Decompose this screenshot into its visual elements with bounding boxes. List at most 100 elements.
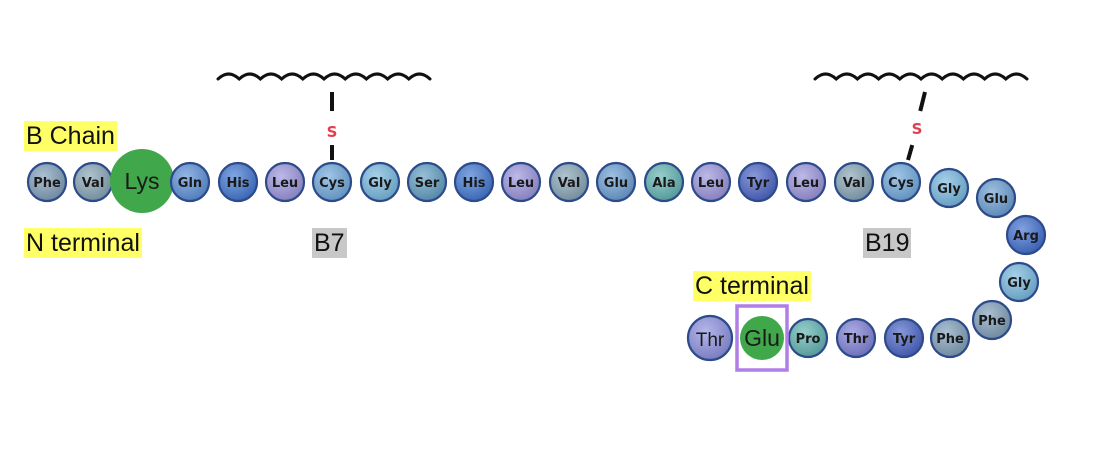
residue-label: Glu xyxy=(984,192,1008,207)
residue-circle xyxy=(971,299,1013,341)
residue-24-phe: Phe xyxy=(971,299,1013,341)
residue-13-glu: Glu xyxy=(595,161,637,203)
residue-label: Phe xyxy=(33,176,61,191)
residue-26-tyr: Tyr xyxy=(883,317,925,359)
residue-17-leu: Leu xyxy=(785,161,827,203)
residue-label: Thr xyxy=(696,330,725,351)
residue-circle xyxy=(453,161,495,203)
residue-circle xyxy=(26,161,68,203)
residue-circle xyxy=(1005,214,1047,256)
residue-circle xyxy=(217,161,259,203)
residue-circle xyxy=(740,316,784,360)
residue-label: Cys xyxy=(319,176,345,191)
residue-circle xyxy=(264,161,306,203)
residue-11-leu: Leu xyxy=(500,161,542,203)
residue-circle xyxy=(737,161,779,203)
residue-circle xyxy=(785,161,827,203)
residue-label: Gly xyxy=(368,176,392,191)
residue-3-lys: Lys xyxy=(110,149,174,213)
residue-circle xyxy=(643,161,685,203)
b-chain-label: B Chain xyxy=(24,121,117,151)
residue-29-glu: Glu xyxy=(735,304,789,372)
residue-circle xyxy=(929,317,971,359)
residue-19-cys: Cys xyxy=(880,161,922,203)
disulfide-bond-b7: S xyxy=(216,72,432,160)
disulfide-bond-b19: S xyxy=(813,72,1029,161)
residue-label: Gly xyxy=(1007,276,1031,291)
residue-label: His xyxy=(226,176,249,191)
residue-circle xyxy=(500,161,542,203)
residue-4-gln: Gln xyxy=(169,161,211,203)
residue-circle xyxy=(787,317,829,359)
residue-label: Leu xyxy=(698,176,724,191)
bond-segment-upper xyxy=(918,91,927,112)
residue-label: Glu xyxy=(604,176,628,191)
residue-5-his: His xyxy=(217,161,259,203)
residue-23-gly: Gly xyxy=(998,261,1040,303)
n-terminal-label: N terminal xyxy=(24,228,142,258)
residue-label: Cys xyxy=(888,176,914,191)
residue-9-ser: Ser xyxy=(406,161,448,203)
residue-16-tyr: Tyr xyxy=(737,161,779,203)
residue-8-gly: Gly xyxy=(359,161,401,203)
highlight-box xyxy=(735,304,789,372)
residue-label: His xyxy=(462,176,485,191)
residue-label: Tyr xyxy=(893,332,916,347)
residue-20-gly: Gly xyxy=(928,167,970,209)
residue-21-glu: Glu xyxy=(975,177,1017,219)
residue-label: Glu xyxy=(744,325,780,351)
residue-label: Val xyxy=(843,176,866,191)
residue-circle xyxy=(690,161,732,203)
residue-7-cys: Cys xyxy=(311,161,353,203)
residue-circle xyxy=(928,167,970,209)
a-chain-wavy-line xyxy=(813,72,1029,82)
residue-25-phe: Phe xyxy=(929,317,971,359)
b7-position-label: B7 xyxy=(312,228,347,258)
residue-label: Leu xyxy=(793,176,819,191)
bond-segment-lower xyxy=(906,144,915,161)
residue-circle xyxy=(975,177,1017,219)
residue-label: Lys xyxy=(125,168,160,194)
residue-label: Leu xyxy=(508,176,534,191)
residue-label: Leu xyxy=(272,176,298,191)
residue-circle xyxy=(833,161,875,203)
sulfur-label: S xyxy=(327,123,338,141)
residue-15-leu: Leu xyxy=(690,161,732,203)
residue-label: Val xyxy=(558,176,581,191)
residue-label: Phe xyxy=(978,314,1006,329)
residue-circle xyxy=(595,161,637,203)
residue-circle xyxy=(883,317,925,359)
sulfur-label: S xyxy=(912,120,923,138)
residue-circle xyxy=(311,161,353,203)
residue-label: Pro xyxy=(796,332,821,347)
residue-22-arg: Arg xyxy=(1005,214,1047,256)
residue-circle xyxy=(359,161,401,203)
c-terminal-label: C terminal xyxy=(693,271,811,301)
residue-2-val: Val xyxy=(72,161,114,203)
residue-label: Gly xyxy=(937,182,961,197)
residue-10-his: His xyxy=(453,161,495,203)
residue-12-val: Val xyxy=(548,161,590,203)
a-chain-wavy-line xyxy=(216,72,432,82)
residue-circle xyxy=(835,317,877,359)
residue-1-phe: Phe xyxy=(26,161,68,203)
residue-label: Arg xyxy=(1013,229,1039,244)
residue-label: Phe xyxy=(936,332,964,347)
residue-label: Ser xyxy=(415,176,440,191)
residue-label: Gln xyxy=(178,176,202,191)
residue-circle xyxy=(998,261,1040,303)
residue-circle xyxy=(548,161,590,203)
residue-27-thr: Thr xyxy=(835,317,877,359)
residue-label: Ala xyxy=(652,176,675,191)
residue-circle xyxy=(880,161,922,203)
residue-28-pro: Pro xyxy=(787,317,829,359)
residue-label: Val xyxy=(82,176,105,191)
residue-14-ala: Ala xyxy=(643,161,685,203)
residue-label: Tyr xyxy=(747,176,770,191)
residue-6-leu: Leu xyxy=(264,161,306,203)
residue-circle xyxy=(406,161,448,203)
residue-circle xyxy=(110,149,174,213)
